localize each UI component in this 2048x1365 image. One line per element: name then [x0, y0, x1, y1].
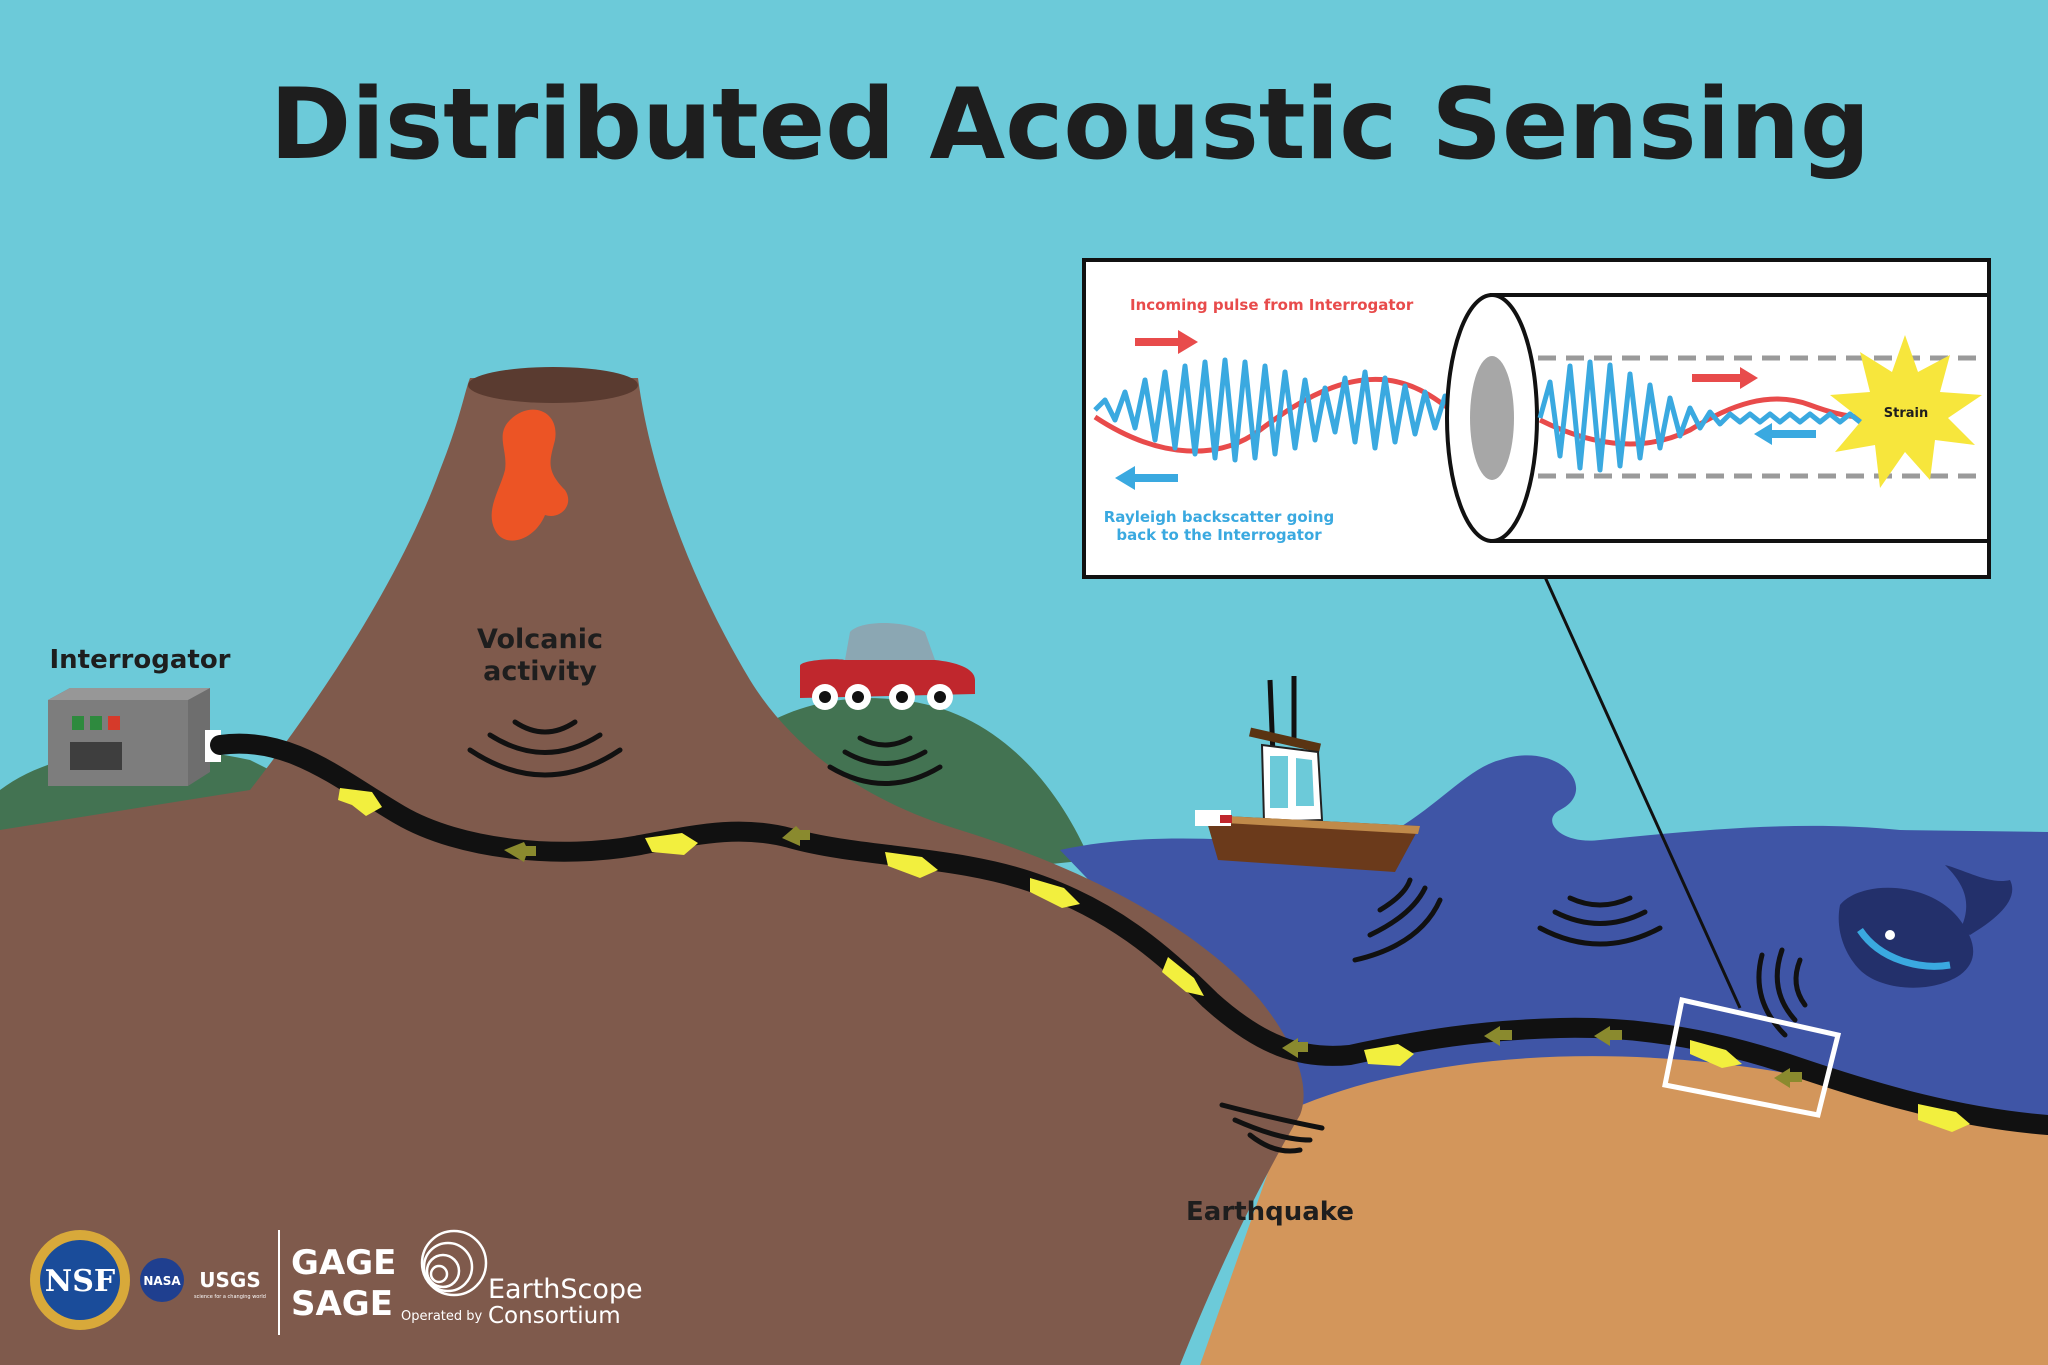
strain-burst-icon — [1830, 335, 1982, 488]
page-title: Distributed Acoustic Sensing — [270, 68, 1870, 182]
usgs-logo-text: USGS — [199, 1268, 260, 1292]
incoming-pulse-label: Incoming pulse from Interrogator — [1130, 296, 1414, 314]
backscatter-arrows — [504, 826, 1802, 1088]
volcanic-label-line1: Volcanic — [477, 624, 603, 655]
nsf-logo: NSF — [30, 1230, 130, 1330]
earthscope-text-line2: Consortium — [488, 1303, 621, 1329]
earthquake-waves — [1219, 1102, 1325, 1154]
backscatter-wave — [1093, 357, 1488, 463]
forward-pulse-arrows — [338, 788, 1970, 1132]
sage-text: SAGE — [291, 1284, 393, 1324]
nasa-logo: NASA — [140, 1258, 184, 1302]
zoom-callout-line — [1543, 576, 1742, 1009]
backward-arrow — [1594, 1026, 1622, 1046]
fiber-core — [1470, 356, 1514, 480]
backward-arrow — [1484, 1026, 1512, 1046]
car-vibration-waves — [827, 735, 943, 786]
inner-incoming-arrow-icon — [1692, 367, 1758, 389]
fiber-cable — [210, 733, 2048, 1135]
forward-arrow — [338, 788, 382, 816]
usgs-logo: USGS science for a changing world — [194, 1268, 266, 1300]
gage-text: GAGE — [291, 1243, 396, 1283]
interrogator-label: Interrogator — [49, 645, 230, 675]
inner-backscatter-arrow-icon — [1754, 423, 1816, 445]
nsf-logo-text: NSF — [45, 1264, 115, 1299]
usgs-tagline: science for a changing world — [194, 1294, 266, 1300]
zoom-callout-box — [1662, 997, 1842, 1118]
backscatter-wave-inner — [1537, 359, 1891, 473]
forward-arrow — [1918, 1104, 1970, 1132]
backward-arrow — [1282, 1038, 1308, 1058]
earthscope-logo-icon — [420, 1229, 488, 1297]
inset-panel: Incoming pulse from Interrogator Rayleig… — [1082, 258, 1991, 579]
volcano — [0, 378, 1304, 1365]
backward-arrow — [782, 826, 810, 846]
lava — [491, 409, 569, 541]
forward-arrow — [1690, 1040, 1742, 1068]
backward-arrow — [504, 842, 536, 862]
earthquake-label: Earthquake — [1186, 1197, 1354, 1227]
forward-arrow — [1162, 957, 1204, 996]
forward-arrow — [1030, 878, 1080, 908]
volcano-crater — [468, 367, 638, 403]
logo-bar: NSF NASA USGS science for a changing wor… — [30, 1229, 643, 1335]
rayleigh-label-line1: Rayleigh backscatter going — [1104, 508, 1335, 526]
ocean-waves-sound — [1537, 895, 1663, 947]
forward-arrow — [1364, 1044, 1414, 1066]
nasa-logo-text: NASA — [143, 1274, 181, 1288]
sea-floor — [1200, 1056, 2048, 1365]
interrogator-unit — [48, 688, 221, 786]
operated-by-text: Operated by — [401, 1309, 483, 1324]
forward-arrow — [645, 833, 698, 855]
incoming-arrow-icon — [1135, 330, 1198, 354]
forward-arrow — [885, 852, 938, 878]
car — [800, 623, 975, 710]
backscatter-arrow-icon — [1115, 466, 1178, 490]
boat — [1195, 676, 1420, 872]
rayleigh-label-line2: back to the Interrogator — [1116, 526, 1322, 544]
volcanic-label-line2: activity — [483, 656, 597, 687]
boat-noise-waves — [1352, 877, 1443, 963]
volcano-seismic-waves — [467, 719, 623, 778]
earthscope-text-line1: EarthScope — [488, 1274, 643, 1305]
whale — [1838, 865, 2013, 988]
whale-call-waves — [1756, 947, 1808, 1038]
backward-arrow — [1774, 1068, 1802, 1088]
strain-label: Strain — [1884, 406, 1928, 421]
